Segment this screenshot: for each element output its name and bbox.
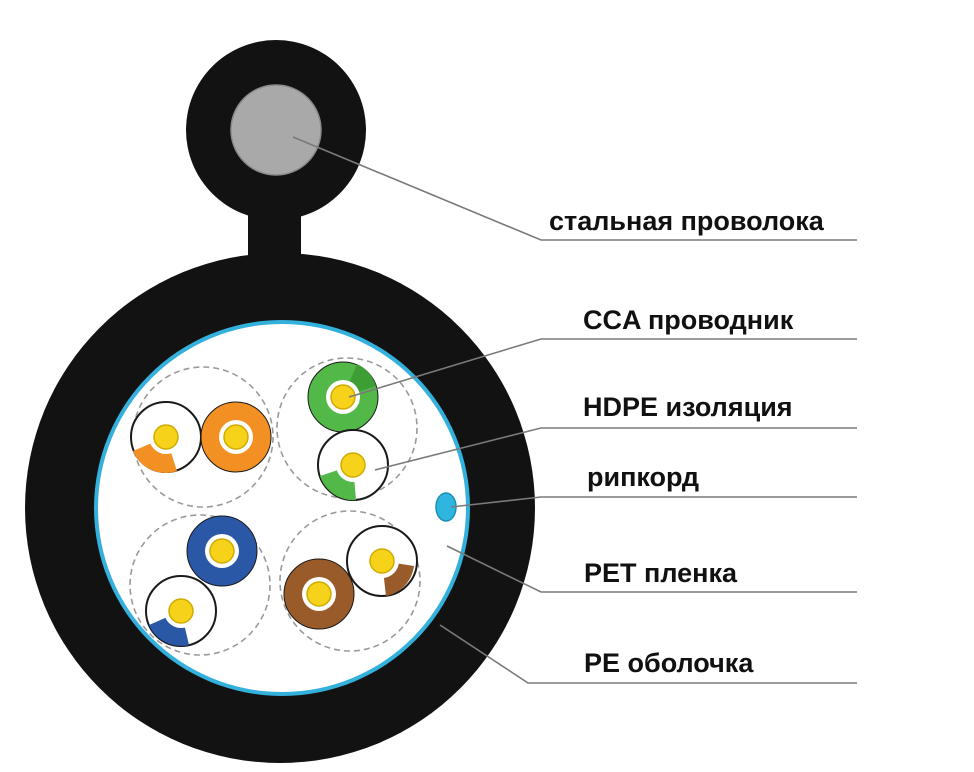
label-hdpe-insulation: HDPE изоляция bbox=[583, 392, 793, 422]
label-pe-sheath: PE оболочка bbox=[584, 648, 754, 678]
pair-green bbox=[307, 361, 389, 501]
main-cable bbox=[25, 253, 535, 763]
pair-group-outline bbox=[279, 510, 421, 652]
leader-lines bbox=[292, 136, 857, 684]
label-cca-conductor: CCA проводник bbox=[583, 305, 794, 335]
pair-group-outline bbox=[129, 514, 271, 656]
conductor bbox=[306, 581, 332, 607]
conductor bbox=[168, 598, 194, 624]
conductor bbox=[330, 384, 356, 410]
label-ripcord: рипкорд bbox=[587, 462, 699, 492]
conductor bbox=[223, 424, 249, 450]
leader-line-pe-sheath bbox=[439, 624, 857, 684]
conductor bbox=[340, 452, 366, 478]
conductor bbox=[153, 424, 179, 450]
pair-group-outline bbox=[132, 366, 274, 508]
conductor bbox=[209, 538, 235, 564]
pair-orange bbox=[130, 401, 272, 473]
leader-line-hdpe-insulation bbox=[374, 427, 857, 471]
label-pet-film: PET пленка bbox=[584, 558, 738, 588]
steel-wire-core bbox=[230, 84, 322, 176]
leader-line-cca-conductor bbox=[348, 338, 857, 398]
leader-line-ripcord bbox=[450, 496, 857, 508]
conductor bbox=[369, 548, 395, 574]
pair-blue bbox=[145, 515, 258, 647]
pair-group-outline bbox=[276, 357, 418, 499]
pair-brown bbox=[283, 525, 418, 630]
messenger-wire bbox=[186, 40, 366, 298]
leader-line-pet-film bbox=[446, 545, 857, 593]
leader-line-steel-wire bbox=[292, 136, 857, 241]
label-steel-wire: стальная проволока bbox=[549, 206, 825, 236]
